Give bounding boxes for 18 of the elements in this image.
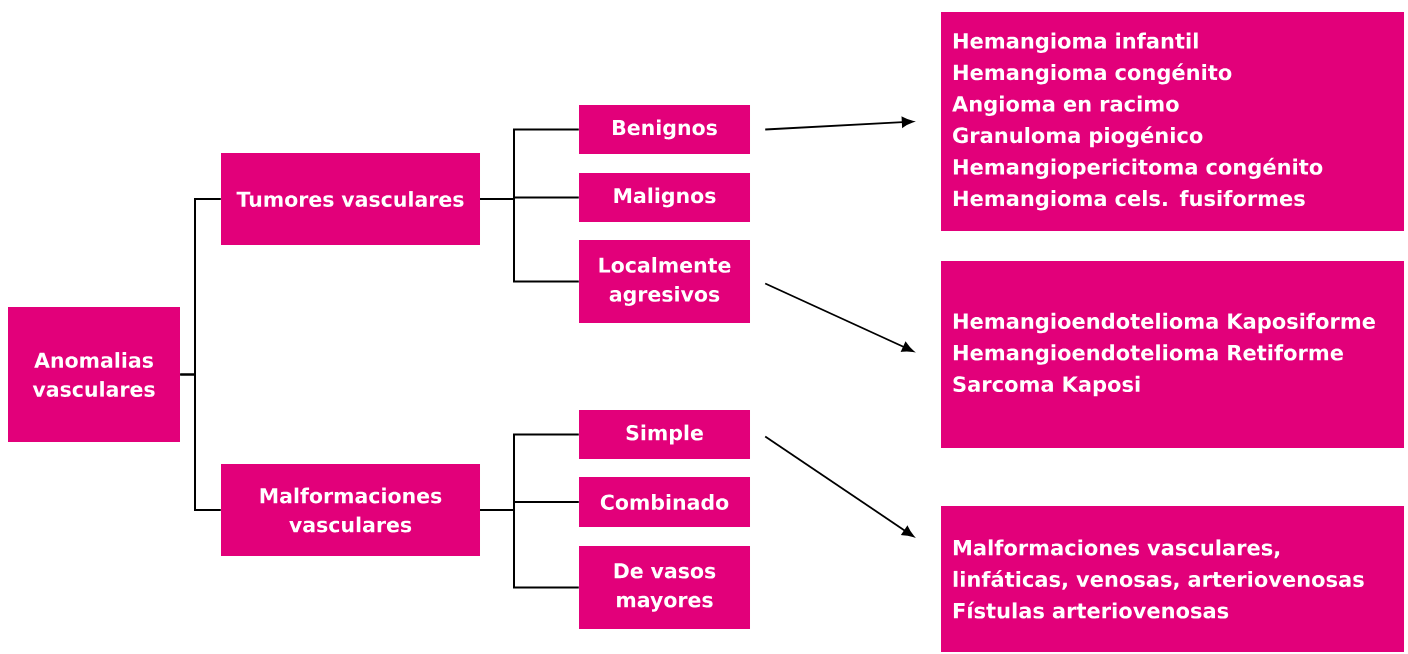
connector-line bbox=[479, 198, 580, 283]
arrow bbox=[764, 435, 914, 538]
list-box: Hemangioma infantil Hemangioma congénito Angioma en racimo Granuloma piogénico Hemangiopericitoma congénito Hemangioma cels. fusiformes bbox=[941, 12, 1404, 231]
arrow bbox=[764, 282, 914, 353]
category-box: Localmente agresivos bbox=[579, 240, 750, 323]
connector-line bbox=[479, 509, 580, 589]
category-box: Malformaciones vasculares bbox=[221, 464, 480, 556]
connector-line bbox=[179, 373, 222, 511]
category-box: De vasos mayores bbox=[579, 546, 750, 629]
category-box: Anomalias vasculares bbox=[8, 307, 180, 442]
arrow bbox=[764, 116, 914, 131]
category-box: Combinado bbox=[579, 477, 750, 527]
category-box: Tumores vasculares bbox=[221, 153, 480, 245]
category-box: Benignos bbox=[579, 105, 750, 154]
list-box: Malformaciones vasculares, linfáticas, venosas, arteriovenosas Fístulas arteriovenosas bbox=[941, 506, 1404, 652]
category-box: Malignos bbox=[579, 173, 750, 222]
category-box: Simple bbox=[579, 410, 750, 459]
list-box: Hemangioendotelioma Kaposiforme Hemangioendotelioma Retiforme Sarcoma Kaposi bbox=[941, 261, 1404, 448]
